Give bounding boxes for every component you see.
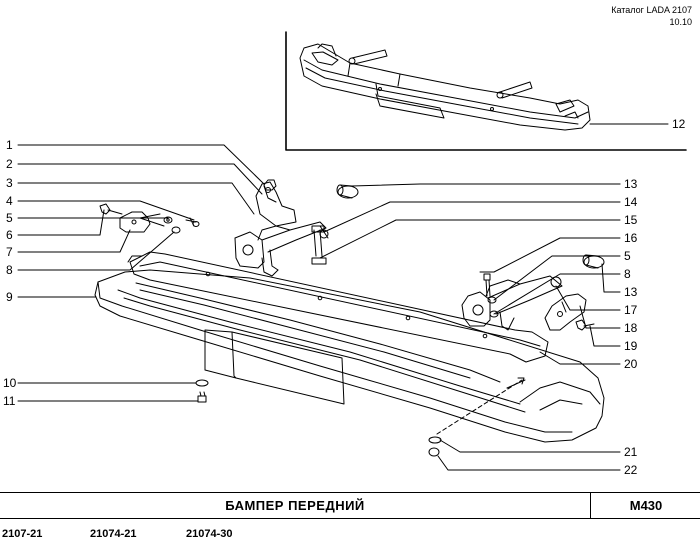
washer-5 xyxy=(163,216,173,224)
right-support-18 xyxy=(544,293,587,331)
callout-17: 17 xyxy=(624,303,638,317)
bolt-6 xyxy=(99,203,123,215)
callout-8-right: 8 xyxy=(624,267,631,281)
left-bracket-3 xyxy=(234,221,329,271)
catalog-date: 10.10 xyxy=(669,17,692,27)
model-code: 21074-21 xyxy=(90,528,137,540)
callout-6: 6 xyxy=(6,228,13,242)
footer-divider xyxy=(590,493,591,518)
callout-20: 20 xyxy=(624,357,638,371)
callout-8-left: 8 xyxy=(6,263,13,277)
leader-lines-left xyxy=(17,144,265,402)
bolt-16 xyxy=(479,271,495,297)
model-list: 2107-21 21074-21 21074-30 xyxy=(0,528,700,548)
nut-1 xyxy=(263,179,277,191)
callout-5-left: 5 xyxy=(6,211,13,225)
nut-8 xyxy=(171,226,181,234)
assembly-line xyxy=(436,379,523,435)
callout-7: 7 xyxy=(6,245,13,259)
callout-16: 16 xyxy=(624,231,638,245)
callout-19: 19 xyxy=(624,339,638,353)
callout-14: 14 xyxy=(624,195,638,209)
inset-bumper xyxy=(299,43,591,131)
callout-4: 4 xyxy=(6,194,13,208)
bolt-11 xyxy=(197,391,207,403)
upper-bar xyxy=(127,251,549,363)
callout-1: 1 xyxy=(6,138,13,152)
callout-3: 3 xyxy=(6,176,13,190)
inset-frame xyxy=(285,31,687,151)
callout-21: 21 xyxy=(624,445,638,459)
callout-9: 9 xyxy=(6,290,13,304)
footer-title-bar: БАМПЕР ПЕРЕДНИЙ М430 xyxy=(0,492,700,519)
callout-numbers: 1 2 3 4 5 6 7 8 9 10 11 13 14 15 16 5 8 … xyxy=(3,117,686,477)
callout-18: 18 xyxy=(624,321,638,335)
callout-5-right: 5 xyxy=(624,249,631,263)
parts-diagram: 1 2 3 4 5 6 7 8 9 10 11 13 14 15 16 5 8 … xyxy=(3,31,687,477)
callout-10: 10 xyxy=(3,376,17,390)
left-support-2 xyxy=(255,181,297,227)
callout-11: 11 xyxy=(3,394,16,408)
grommet-13-left xyxy=(336,184,359,199)
callout-12: 12 xyxy=(672,117,686,131)
leader-lines-right xyxy=(319,183,621,471)
catalog-title: Каталог LADA 2107 xyxy=(611,5,692,15)
washer-21 xyxy=(428,436,442,444)
callout-13-a: 13 xyxy=(624,177,638,191)
washer-10 xyxy=(195,379,209,387)
main-bumper xyxy=(94,269,605,443)
section-title: БАМПЕР ПЕРЕДНИЙ xyxy=(225,498,365,513)
model-code: 2107-21 xyxy=(2,528,43,540)
section-code: М430 xyxy=(629,498,663,513)
catalog-header: Каталог LADA 2107 10.10 xyxy=(611,4,692,28)
callout-13-b: 13 xyxy=(624,285,638,299)
nut-22 xyxy=(428,447,440,457)
grommet-13-right xyxy=(582,254,605,269)
bracket-7 xyxy=(119,211,151,233)
callout-15: 15 xyxy=(624,213,638,227)
callout-22: 22 xyxy=(624,463,638,477)
model-code: 21074-30 xyxy=(186,528,233,540)
callout-2: 2 xyxy=(6,157,13,171)
